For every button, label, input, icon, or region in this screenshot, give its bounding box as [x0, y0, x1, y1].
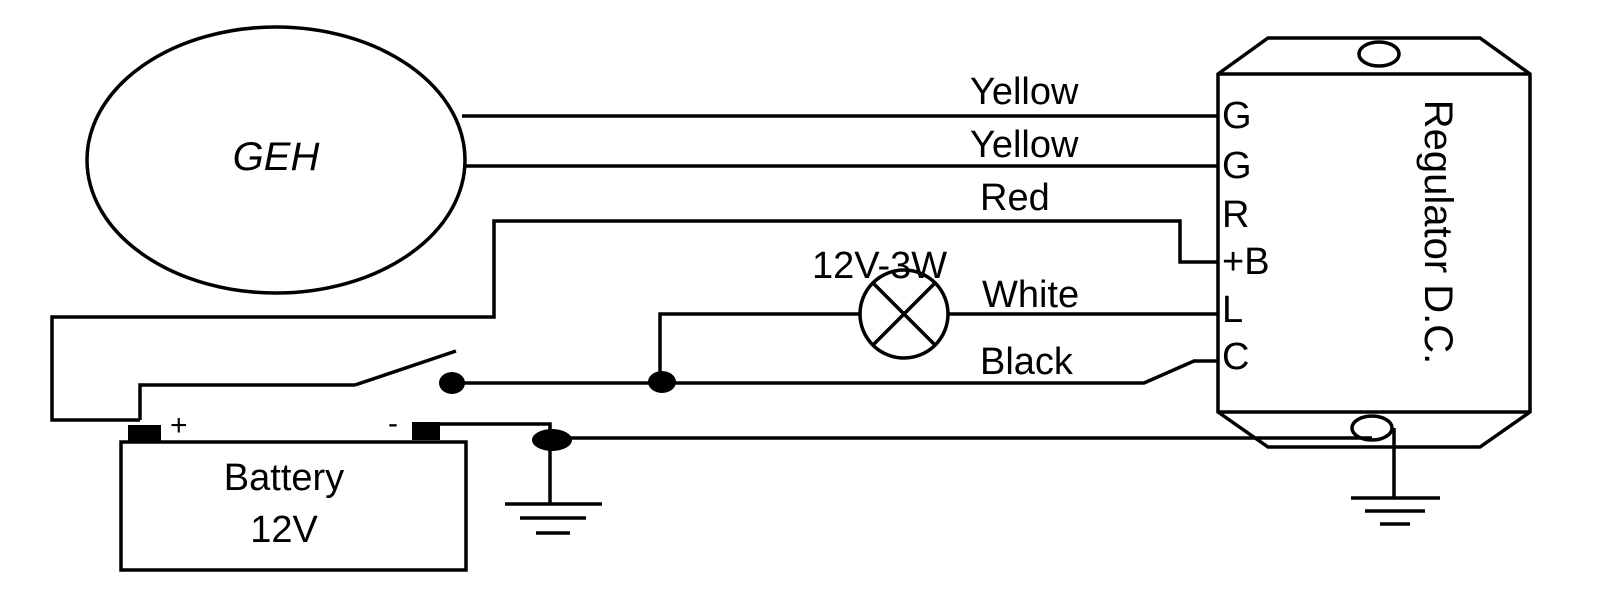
lamp-circle [858, 268, 950, 360]
wire-white-label: White [982, 274, 1079, 316]
battery-label-line1: Battery [224, 457, 344, 499]
regulator-mount-hole-top [1357, 40, 1401, 68]
lamp-cross-2 [871, 281, 937, 347]
ground-junction-dot [532, 429, 572, 451]
lamp-junction-dot [648, 371, 676, 393]
terminal-r: R [1222, 194, 1249, 236]
regulator-label: Regulator D.C. [1416, 100, 1460, 365]
battery-body [119, 440, 468, 572]
battery-label-line2: 12V [250, 509, 318, 551]
wire-lamp-left [658, 312, 860, 380]
wire-red [50, 219, 1218, 422]
regulator-mount-hole-bottom [1350, 414, 1394, 442]
battery-positive-sign: + [170, 409, 188, 442]
terminal-g-1: G [1222, 95, 1252, 137]
terminal-plus-b: +B [1222, 241, 1270, 283]
generator-ellipse [85, 25, 467, 295]
terminal-l: L [1222, 289, 1243, 331]
terminal-c: C [1222, 336, 1249, 378]
battery-terminal-positive [128, 425, 161, 442]
wire-battery-plus-to-switch [138, 383, 355, 420]
wire-yellow-1-label: Yellow [970, 71, 1079, 113]
battery-terminal-negative [412, 422, 440, 440]
ground-icon-battery [505, 502, 602, 535]
wire-yellow-2-label: Yellow [970, 124, 1079, 166]
lamp-rating-label: 12V-3W [812, 245, 947, 287]
switch-contact-dot [439, 372, 465, 394]
wire-red-label: Red [980, 177, 1050, 219]
battery-negative-sign: - [388, 407, 398, 440]
main-switch-blade [354, 349, 457, 387]
wire-black [452, 359, 1218, 385]
terminal-g-2: G [1222, 145, 1252, 187]
wire-black-label: Black [980, 341, 1074, 383]
ground-icon-regulator [1351, 496, 1440, 526]
generator-label: GEH [233, 135, 320, 179]
